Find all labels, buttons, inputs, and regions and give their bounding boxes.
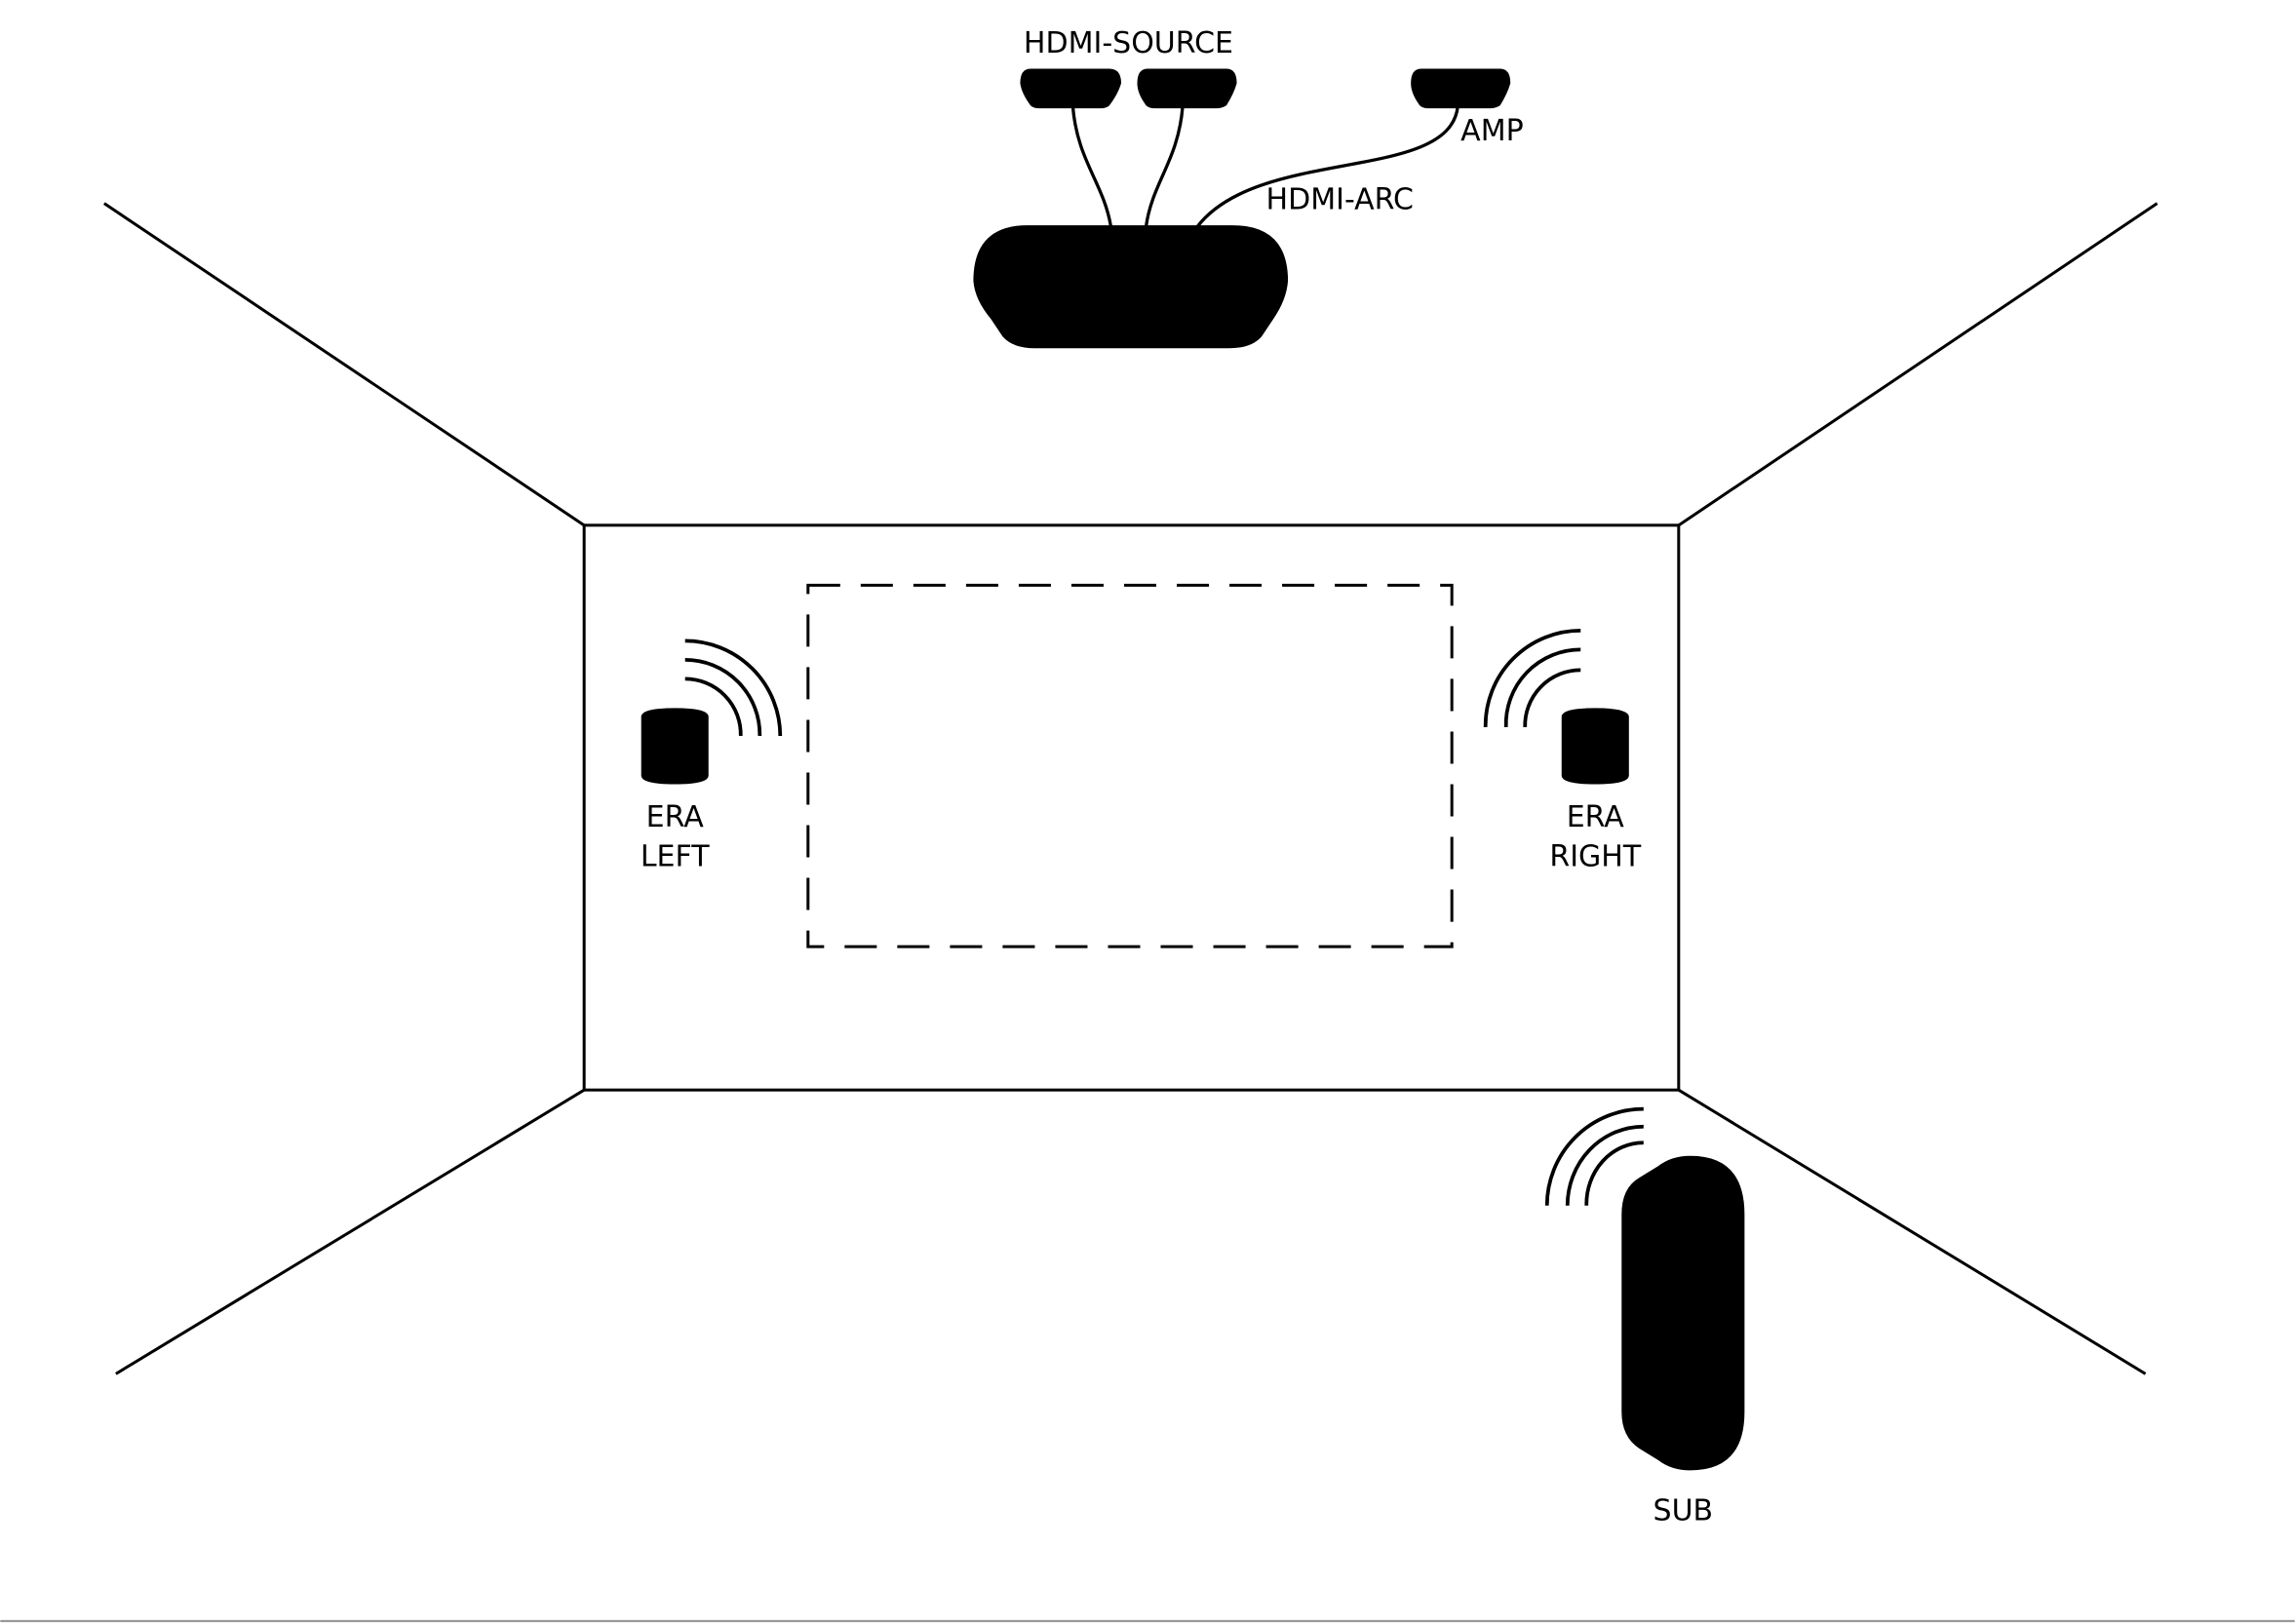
sound-wave-icon — [684, 677, 743, 737]
amp-device — [1411, 68, 1511, 109]
era-left-label-line1: ERA — [646, 800, 705, 834]
subwoofer-body — [1621, 1155, 1745, 1471]
wall-line-bottom-left — [115, 1088, 585, 1375]
soundbar — [973, 225, 1289, 349]
era-right-speaker — [1483, 629, 1629, 785]
era-left-label-line2: LEFT — [641, 840, 710, 874]
sound-wave-icon — [1584, 1141, 1644, 1206]
sound-wave-icon — [1544, 1106, 1644, 1206]
hdmi-source-device-2 — [1137, 68, 1237, 109]
sound-wave-icon — [1565, 1124, 1644, 1206]
era-left-speaker — [641, 638, 783, 785]
speaker-icon — [641, 708, 709, 785]
speaker-icon — [1561, 708, 1629, 785]
tv-area — [806, 583, 1454, 948]
wall-line-top-left — [103, 202, 585, 527]
hdmi-cable-2 — [1144, 106, 1185, 227]
hdmi-source-device-1 — [1020, 68, 1121, 109]
wall-line-bottom-right — [1678, 1088, 2147, 1375]
hdmi-source-label: HDMI-SOURCE — [1024, 26, 1233, 60]
amp-label: AMP — [1460, 114, 1524, 148]
sound-wave-icon — [684, 638, 783, 736]
hdmi-arc-label: HDMI-ARC — [1266, 183, 1414, 217]
wall-line-top-right — [1677, 202, 2159, 527]
sound-wave-icon — [1503, 647, 1581, 728]
sound-wave-icon — [1523, 668, 1581, 727]
room-walls — [103, 202, 2159, 1375]
sound-wave-icon — [1483, 629, 1581, 727]
hdmi-cable-1 — [1070, 106, 1113, 227]
subwoofer — [1544, 1106, 1745, 1471]
sub-label: SUB — [1653, 1493, 1714, 1527]
era-right-label-line1: ERA — [1567, 800, 1625, 834]
era-right-label-line2: RIGHT — [1549, 840, 1641, 874]
back-wall — [582, 523, 1681, 1092]
hdmi-arc-cable — [1195, 106, 1459, 228]
sound-wave-icon — [684, 658, 762, 736]
